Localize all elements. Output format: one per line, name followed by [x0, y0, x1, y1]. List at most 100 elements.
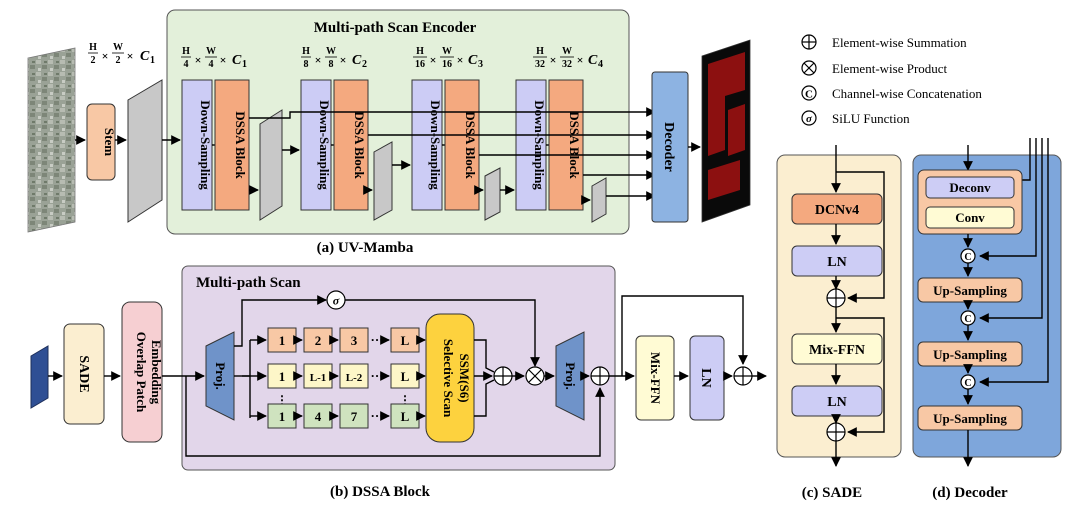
decoder-up-sampling-3: Up-Sampling: [917, 405, 1023, 431]
svg-text:W: W: [562, 46, 572, 57]
svg-text:Stem: Stem: [102, 128, 117, 156]
svg-text:4: 4: [598, 59, 603, 70]
svg-text:Up-Sampling: Up-Sampling: [933, 347, 1007, 362]
feature-map-3: [373, 141, 393, 221]
svg-text:H: H: [302, 46, 310, 57]
svg-text:8: 8: [304, 59, 309, 70]
svg-text:4: 4: [209, 59, 214, 70]
svg-text:SSM(S6): SSM(S6): [457, 353, 472, 402]
input-dims-label: H 2 × W 2 × C 1: [88, 42, 155, 66]
dssa-residual-sum-1: [590, 366, 610, 386]
svg-text:Up-Sampling: Up-Sampling: [933, 411, 1007, 426]
decoder-deconv-conv-group: Deconv Conv: [917, 169, 1023, 235]
svg-text:Proj.: Proj.: [213, 362, 228, 390]
selective-scan-ssm: Selective Scan SSM(S6): [425, 313, 475, 443]
stage3-down-sampling: Down-Sampling: [411, 79, 443, 211]
svg-text:Down-Sampling: Down-Sampling: [198, 100, 213, 190]
multi-path-scan-title: Multi-path Scan: [196, 275, 301, 291]
svg-text:Conv: Conv: [955, 210, 985, 225]
svg-text:Deconv: Deconv: [949, 180, 991, 195]
svg-text:DCNv4: DCNv4: [815, 203, 859, 218]
feature-map-2: [259, 109, 283, 221]
stage3-dims-label: H 16 × W 16 × C 3: [413, 46, 483, 70]
caption-a: (a) UV-Mamba: [317, 240, 414, 256]
svg-text:1: 1: [242, 59, 247, 70]
svg-text:3: 3: [478, 59, 483, 70]
decoder-up-sampling-2: Up-Sampling: [917, 341, 1023, 367]
panel-c-sade: DCNv4 LN Mix-FFN LN (c) S: [776, 145, 902, 501]
svg-text:Decoder: Decoder: [661, 122, 676, 172]
feature-map-5: [591, 177, 607, 223]
sade-sum-2: [826, 422, 846, 442]
decoder-conv: [925, 206, 1015, 229]
svg-text:Channel-wise Concatenation: Channel-wise Concatenation: [832, 86, 982, 101]
panel-b-dssa-block: SADE Overlap Patch Embedding Multi-path …: [30, 265, 767, 500]
legend-silu: σ SiLU Function: [801, 110, 910, 126]
svg-text:×: ×: [127, 49, 134, 63]
overlap-patch-embedding: Overlap Patch Embedding: [121, 301, 164, 443]
svg-text:L: L: [401, 333, 410, 348]
stage2-dims-label: H 8 × W 8 × C 2: [301, 46, 367, 70]
proj-out: Proj.: [555, 331, 585, 421]
svg-text:W: W: [206, 46, 216, 57]
svg-text:C: C: [468, 53, 478, 68]
svg-text:2: 2: [362, 59, 367, 70]
encoder-title: Multi-path Scan Encoder: [314, 20, 477, 36]
svg-text:Selective Scan: Selective Scan: [441, 339, 456, 418]
svg-text:2: 2: [315, 333, 322, 348]
svg-text:C: C: [964, 378, 971, 389]
scan-row-1: 1 2 3 ··· L: [267, 327, 420, 353]
svg-text:LN: LN: [698, 368, 713, 387]
svg-text:32: 32: [535, 59, 545, 70]
sade-mix-ffn: Mix-FFN: [791, 333, 883, 365]
sigma-silu-node: σ: [326, 290, 346, 310]
svg-text:7: 7: [351, 409, 358, 424]
svg-text:Mix-FFN: Mix-FFN: [809, 343, 865, 358]
svg-text:C: C: [964, 252, 971, 263]
feature-map-1: [127, 79, 163, 223]
stage1-dims-label: H 4 × W 4 × C 1: [181, 46, 247, 70]
svg-text:SiLU Function: SiLU Function: [832, 111, 910, 126]
stage2-down-sampling: Down-Sampling: [300, 79, 332, 211]
decoder-concat-2: C: [960, 310, 976, 326]
svg-text:1: 1: [279, 369, 286, 384]
svg-text:Down-Sampling: Down-Sampling: [532, 100, 547, 190]
stage4-dssa-block: DSSA Block: [548, 79, 584, 211]
legend-product: Element-wise Product: [801, 60, 948, 76]
sade-block: SADE: [63, 323, 105, 425]
svg-text:W: W: [326, 46, 336, 57]
svg-text:C: C: [140, 49, 150, 64]
svg-text:C: C: [964, 314, 971, 325]
svg-text:3: 3: [351, 333, 358, 348]
svg-text:32: 32: [562, 59, 572, 70]
stage1-down-sampling: Down-Sampling: [181, 79, 213, 211]
decoder-deconv: [925, 176, 1015, 199]
legend-concatenation: C Channel-wise Concatenation: [801, 85, 982, 101]
caption-b: (b) DSSA Block: [330, 484, 431, 500]
svg-text:×: ×: [195, 53, 202, 67]
svg-text:C: C: [232, 53, 242, 68]
dssa-mix-ffn: Mix-FFN: [635, 335, 675, 421]
decoder-up-sampling-1: Up-Sampling: [917, 277, 1023, 303]
stage1-dssa-block: DSSA Block: [214, 79, 250, 211]
svg-text:2: 2: [91, 55, 96, 66]
svg-text:···: ···: [370, 332, 383, 347]
svg-text:L-1: L-1: [310, 372, 327, 384]
svg-text:×: ×: [220, 53, 227, 67]
svg-text:Element-wise Product: Element-wise Product: [832, 61, 948, 76]
svg-text:×: ×: [550, 53, 557, 67]
dssa-residual-sum-2: [733, 366, 753, 386]
svg-text:×: ×: [315, 53, 322, 67]
feature-map-4: [484, 167, 501, 221]
sade-dcnv4: DCNv4: [791, 193, 883, 225]
svg-text:Overlap Patch: Overlap Patch: [134, 332, 149, 413]
decoder-concat-3: C: [960, 374, 976, 390]
svg-text:1: 1: [279, 409, 286, 424]
stage4-down-sampling: Down-Sampling: [515, 79, 547, 211]
svg-text:×: ×: [340, 53, 347, 67]
svg-text:L: L: [401, 369, 410, 384]
svg-text:×: ×: [102, 49, 109, 63]
svg-text:1: 1: [279, 333, 286, 348]
svg-text:H: H: [536, 46, 544, 57]
sade-ln-2: LN: [791, 385, 883, 417]
